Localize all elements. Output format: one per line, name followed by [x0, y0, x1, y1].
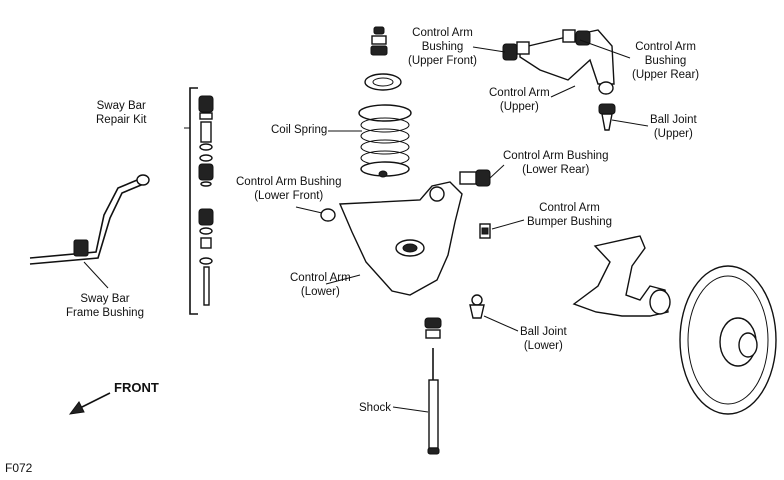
front-label: FRONT	[114, 380, 159, 395]
label-sway-bar-frame-bushing: Sway Bar Frame Bushing	[66, 293, 144, 319]
label-coil-spring: Coil Spring	[271, 124, 328, 136]
label-control-arm-bushing-upper-front: Control Arm Bushing (Upper Front)	[408, 27, 478, 67]
label-control-arm-bushing-lower-front: Control Arm Bushing (Lower Front)	[236, 176, 342, 202]
label-control-arm-bushing-lower-rear: Control Arm Bushing (Lower Rear)	[503, 150, 609, 176]
label-ball-joint-lower: Ball Joint (Lower)	[520, 326, 567, 352]
ball-joint-lower	[469, 294, 485, 319]
label-sway-bar-repair-kit: Sway Bar Repair Kit	[96, 100, 147, 126]
lower-rear-bushing	[459, 169, 491, 187]
sway-bar-repair-kit	[198, 95, 214, 306]
label-shock: Shock	[359, 402, 391, 414]
coil-spring-stack	[358, 26, 412, 178]
label-ball-joint-upper: Ball Joint (Upper)	[650, 114, 697, 140]
label-control-arm-bumper-bushing: Control Arm Bumper Bushing	[527, 202, 613, 228]
ball-joint-upper	[598, 103, 616, 131]
shock-absorber	[424, 317, 442, 455]
repair-kit-bracket	[184, 87, 198, 315]
sway-bar	[29, 174, 150, 265]
bumper-bushing	[479, 223, 491, 239]
upper-control-arm	[502, 29, 615, 95]
lower-control-arm	[320, 181, 463, 296]
label-control-arm-upper: Control Arm (Upper)	[489, 87, 550, 113]
steering-knuckle	[572, 235, 671, 317]
leader-lines	[83, 39, 649, 413]
figure-id: F072	[5, 461, 33, 475]
brake-rotor	[679, 265, 777, 415]
label-control-arm-lower: Control Arm (Lower)	[290, 272, 351, 298]
front-arrow-icon	[68, 392, 111, 415]
label-control-arm-bushing-upper-rear: Control Arm Bushing (Upper Rear)	[632, 41, 700, 81]
